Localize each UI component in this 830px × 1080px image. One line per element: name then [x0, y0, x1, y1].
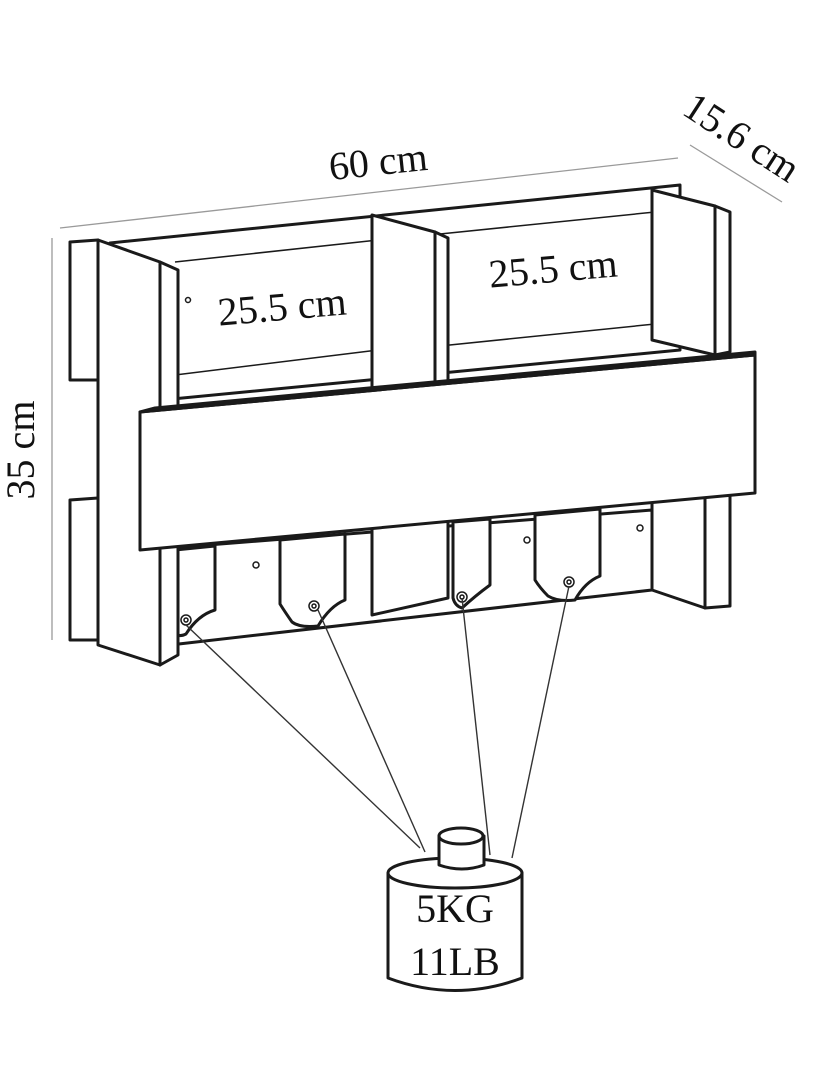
weight	[386, 826, 524, 992]
hook-2	[278, 532, 347, 628]
height-label: 35 cm	[0, 401, 43, 500]
coat-hooks	[173, 507, 644, 638]
width-dimension-line	[59, 157, 679, 229]
load-imperial-label: 11LB	[410, 939, 500, 984]
depth-dimension-line	[689, 144, 783, 203]
right-compartment-label: 25.5 cm	[487, 240, 619, 296]
left-compartment-label: 25.5 cm	[216, 278, 348, 334]
front-lip-board	[138, 350, 757, 552]
hook-3	[451, 517, 492, 610]
depth-label: 15.6 cm	[676, 83, 809, 191]
hook-4	[533, 507, 602, 602]
load-rigging	[185, 585, 570, 859]
width-label: 60 cm	[327, 134, 430, 189]
load-metric-label: 5KG	[416, 886, 494, 931]
